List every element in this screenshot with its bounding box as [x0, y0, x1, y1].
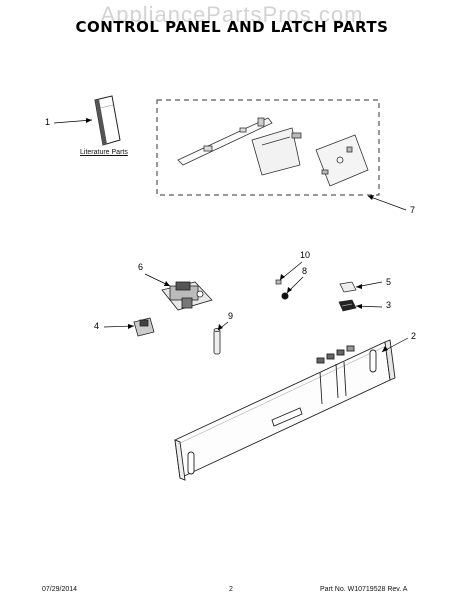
- callout-1: 1: [45, 117, 51, 127]
- callout-7: 7: [410, 205, 416, 215]
- switch-part: [133, 317, 155, 337]
- callout-9: 9: [228, 311, 234, 321]
- cap-part: [338, 299, 357, 312]
- footer-part-number: Part No. W10719528 Rev. A: [320, 586, 408, 593]
- button-part: [339, 281, 357, 293]
- callout-2: 2: [411, 331, 417, 341]
- literature-booklet-icon: [94, 95, 121, 146]
- callout-3: 3: [386, 300, 392, 310]
- arrow-heads: [86, 118, 388, 352]
- control-board-assembly: [177, 117, 369, 187]
- callout-4: 4: [94, 321, 100, 331]
- latch-assembly: [161, 281, 213, 311]
- callout-8: 8: [302, 266, 308, 276]
- footer-date: 07/29/2014: [42, 586, 78, 593]
- callout-6: 6: [138, 262, 144, 272]
- footer-page-number: 2: [229, 586, 233, 593]
- literature-parts-label: Literature Parts: [80, 149, 128, 156]
- page-title: CONTROL PANEL AND LATCH PARTS: [75, 18, 389, 36]
- dashed-kit-box: [156, 99, 380, 196]
- watermark: AppliancePartsPros.com: [100, 2, 364, 27]
- callout-5: 5: [386, 277, 392, 287]
- control-panel: [174, 339, 396, 481]
- callout-10: 10: [300, 250, 311, 260]
- cylinder-part: [213, 328, 221, 355]
- screw-part: [275, 279, 282, 285]
- knob-part: [281, 292, 289, 300]
